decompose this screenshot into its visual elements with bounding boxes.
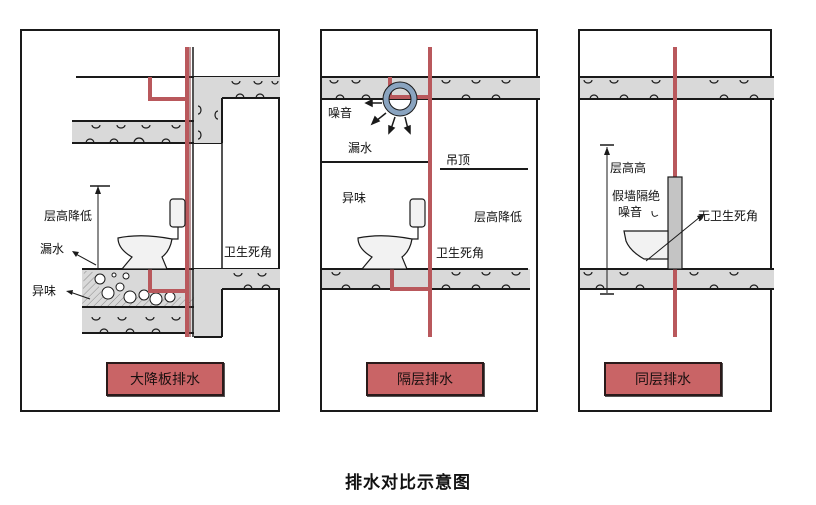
label-noise: 噪音 bbox=[328, 106, 353, 120]
label-no-dead-corner: 无卫生死角 bbox=[698, 209, 759, 223]
drain-pipe bbox=[148, 47, 189, 337]
toilet-icon bbox=[117, 198, 186, 270]
lower-slab bbox=[322, 269, 530, 289]
lowest-slab-fill bbox=[82, 307, 200, 333]
wall-hung-toilet-icon bbox=[623, 230, 669, 260]
diagram-large-drop-slab bbox=[66, 47, 280, 338]
caption-same-floor: 同层排水 bbox=[604, 362, 722, 396]
noise-ring-icon bbox=[383, 82, 417, 116]
toilet-icon bbox=[357, 198, 426, 270]
label-dead-corner: 卫生死角 bbox=[436, 246, 485, 260]
panel-large-drop-slab: 层高降低 漏水 异味 卫生死角 大降板排水 bbox=[20, 29, 280, 412]
diagram-same-floor bbox=[580, 47, 774, 337]
label-leak: 漏水 bbox=[40, 242, 65, 256]
label-suspended-ceiling: 吊顶 bbox=[446, 153, 471, 167]
label-odor: 异味 bbox=[342, 191, 367, 205]
label-ceiling-high: 层高高 bbox=[610, 161, 647, 175]
label-odor: 异味 bbox=[32, 284, 57, 298]
caption-separate-floor: 隔层排水 bbox=[366, 362, 484, 396]
figure-title: 排水对比示意图 bbox=[345, 473, 471, 493]
label-false-wall-1: 假墙隔绝 bbox=[612, 189, 661, 203]
panel-same-floor: 层高高 假墙隔绝 噪音 无卫生死角 同层排水 bbox=[578, 29, 774, 412]
panel-separate-floor: 噪音 漏水 吊顶 异味 层高降低 卫生死角 隔层排水 bbox=[320, 29, 540, 412]
false-wall bbox=[667, 176, 683, 270]
label-false-wall-2: 噪音 bbox=[618, 205, 643, 219]
upper-slab-right bbox=[194, 77, 280, 143]
lower-slab-right bbox=[194, 269, 280, 337]
label-leak: 漏水 bbox=[348, 141, 373, 155]
label-ceiling-lower: 层高降低 bbox=[474, 210, 523, 224]
diagram-separate-floor bbox=[322, 47, 540, 337]
caption-large-drop-slab: 大降板排水 bbox=[106, 362, 224, 396]
label-dead-corner: 卫生死角 bbox=[224, 245, 273, 259]
noise-arrows-icon bbox=[364, 98, 411, 135]
label-ceiling-lower: 层高降低 bbox=[44, 209, 93, 223]
